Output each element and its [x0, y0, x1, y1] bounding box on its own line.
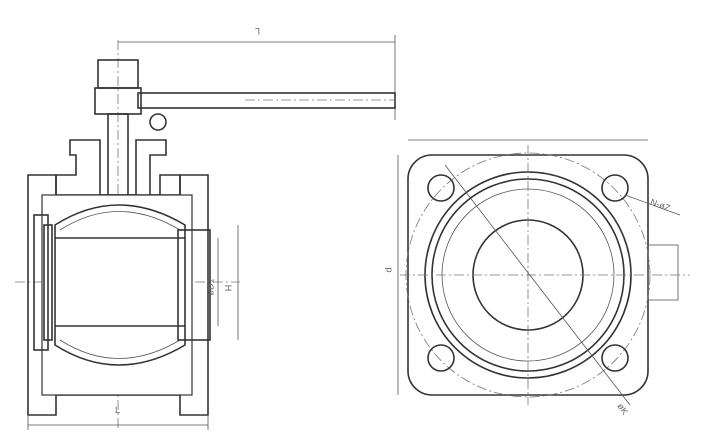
height-label: H: [223, 284, 234, 292]
end-view: [397, 139, 690, 406]
bore-diameter-label: øD1: [205, 278, 216, 296]
flange-square-label: d: [383, 267, 394, 273]
handle-length-label: L: [255, 26, 261, 36]
face-to-face-label: L: [115, 405, 121, 415]
side-section-view: [15, 35, 396, 430]
